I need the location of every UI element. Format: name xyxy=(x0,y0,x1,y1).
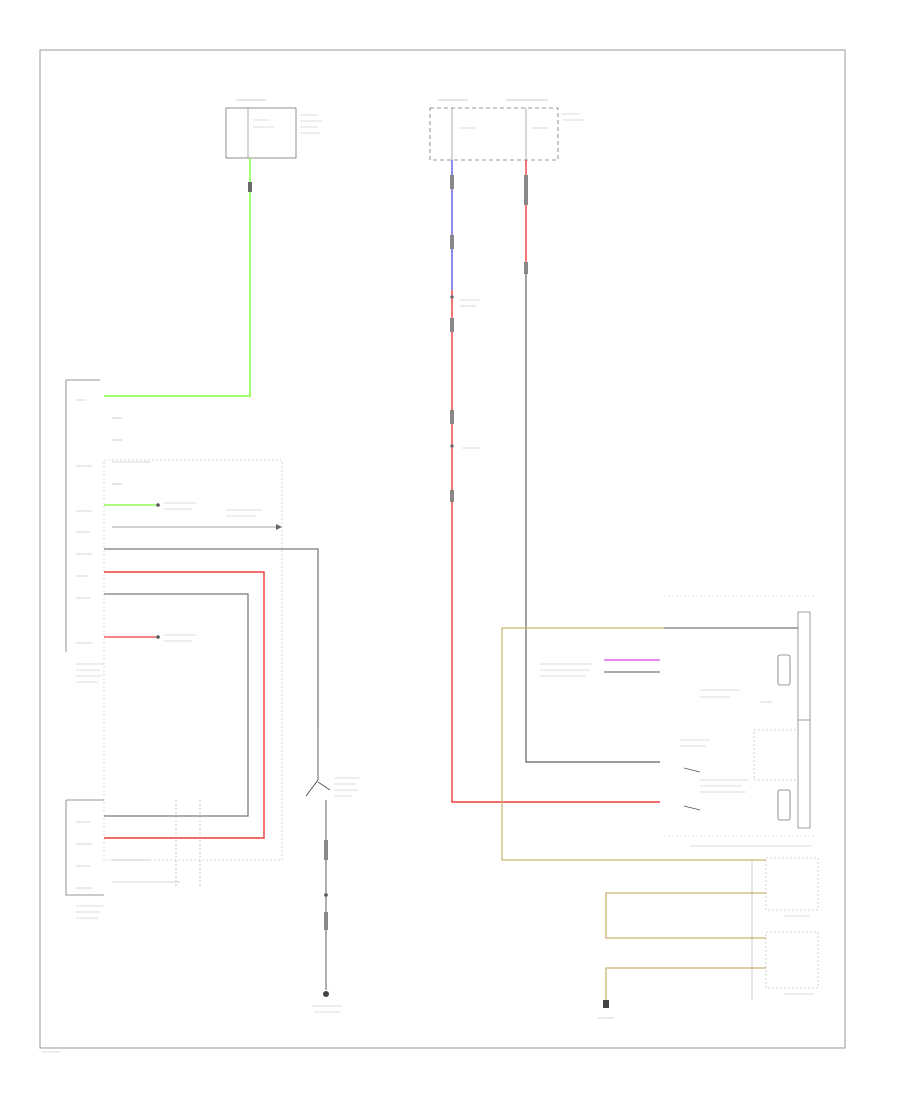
wire-tan-lower-1 xyxy=(605,892,766,939)
wire-tan-lower-2 xyxy=(605,967,766,1000)
diagram-frame xyxy=(39,49,846,1049)
wire-gray-switch xyxy=(104,548,319,728)
connector-block-left xyxy=(65,379,283,861)
wire-tan-loop xyxy=(501,627,766,861)
switch-center xyxy=(305,728,360,990)
ground-symbol-center xyxy=(312,991,342,1013)
wire-red-loop xyxy=(104,571,265,839)
ground-symbol-right xyxy=(598,1000,614,1019)
module-right xyxy=(664,595,819,1000)
wire-green xyxy=(104,158,251,397)
fuse-box-left xyxy=(225,99,322,159)
wire-red-center xyxy=(451,290,660,803)
fuse-box-center xyxy=(429,99,584,161)
connector-block-bottom-left xyxy=(65,799,201,919)
wire-gray-right xyxy=(525,262,660,763)
wire-gray-loop xyxy=(104,593,249,817)
